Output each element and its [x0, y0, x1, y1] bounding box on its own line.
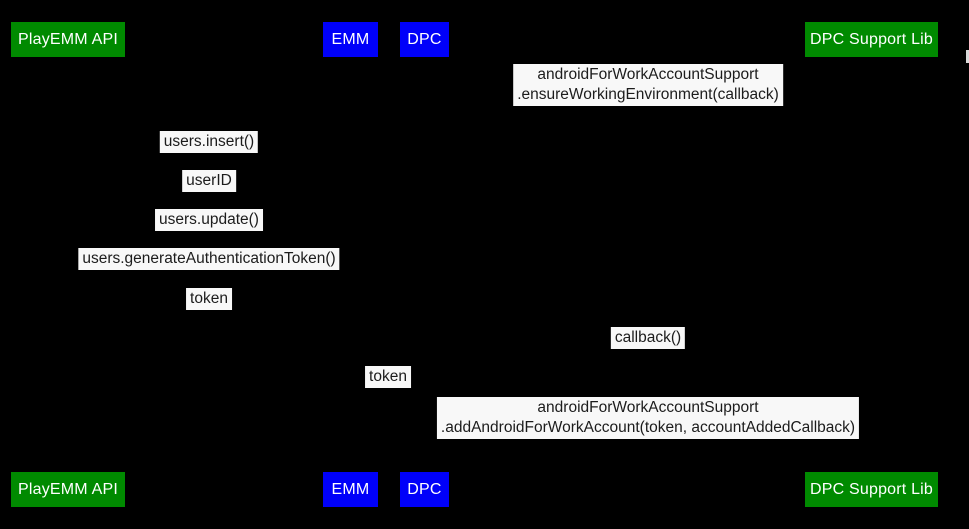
message-line: users.update(): [159, 211, 259, 228]
message-line: callback(): [614, 329, 682, 346]
actor-playemm-api-bottom: PlayEMM API: [11, 472, 125, 507]
actor-dpc-support-lib-top: DPC Support Lib: [805, 22, 938, 57]
message-line: .addAndroidForWorkAccount(token, account…: [440, 419, 856, 436]
message-generate-authentication-token: users.generateAuthenticationToken(): [78, 248, 340, 270]
message-line: userID: [186, 172, 232, 189]
actor-playemm-api-top: PlayEMM API: [11, 22, 125, 57]
message-ensure-working-environment: androidForWorkAccountSupport .ensureWork…: [513, 64, 783, 106]
actor-dpc-bottom: DPC: [400, 472, 449, 507]
message-user-id: userID: [182, 170, 236, 192]
message-line: users.insert(): [163, 133, 255, 150]
message-line: androidForWorkAccountSupport: [537, 399, 759, 416]
message-token-return: token: [186, 288, 232, 310]
actor-dpc-support-lib-bottom: DPC Support Lib: [805, 472, 938, 507]
actor-emm-top: EMM: [323, 22, 378, 57]
message-users-update: users.update(): [155, 209, 263, 231]
scrollbar-thumb[interactable]: [966, 50, 969, 63]
message-line: token: [190, 290, 228, 307]
message-token-forward: token: [365, 366, 411, 388]
message-line: token: [369, 368, 407, 385]
message-add-android-for-work-account: androidForWorkAccountSupport .addAndroid…: [436, 397, 860, 439]
message-line: androidForWorkAccountSupport: [537, 66, 759, 83]
message-line: .ensureWorkingEnvironment(callback): [517, 86, 779, 103]
actor-dpc-top: DPC: [400, 22, 449, 57]
actor-emm-bottom: EMM: [323, 472, 378, 507]
message-line: users.generateAuthenticationToken(): [82, 250, 336, 267]
message-users-insert: users.insert(): [159, 131, 259, 153]
message-callback: callback(): [610, 327, 686, 349]
